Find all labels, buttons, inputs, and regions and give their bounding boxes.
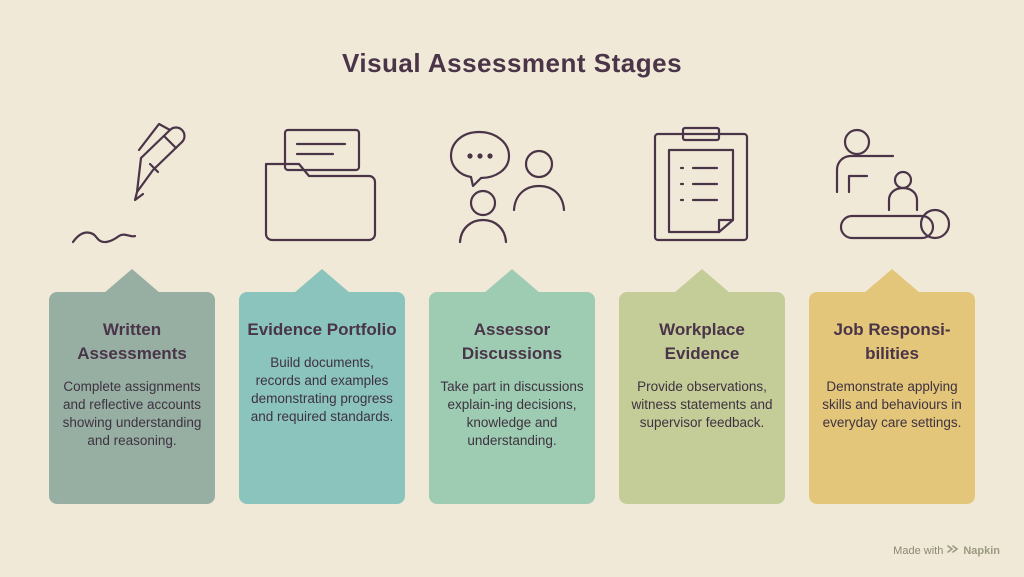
stage-title: Job Responsi-bilities — [833, 320, 951, 363]
page-title: Visual Assessment Stages — [341, 48, 683, 78]
stage-card: Assessor Discussions Take part in discus… — [429, 292, 595, 504]
card-pointer — [674, 269, 730, 293]
card-pointer — [294, 269, 350, 293]
stage-title: Assessor Discussions — [461, 320, 563, 363]
card-pointer — [484, 269, 540, 293]
card-pointer — [104, 269, 160, 293]
footer-prefix: Made with — [893, 544, 944, 557]
stage-card: Job Responsi-bilities Demonstrate applyi… — [809, 292, 975, 504]
stage-card: Workplace Evidence Provide observations,… — [619, 292, 785, 504]
stage-description: Take part in discussions explain-ing dec… — [440, 379, 584, 448]
clipboard-icon — [619, 120, 785, 250]
caregiver-icon — [809, 120, 975, 250]
card-pointer — [864, 269, 920, 293]
stage-description: Provide observations, witness statements… — [631, 379, 773, 430]
napkin-logo-icon — [947, 544, 959, 557]
folder-icon — [239, 120, 405, 250]
stage-title: Evidence Portfolio — [247, 320, 397, 339]
stage-card: Evidence Portfolio Build documents, reco… — [239, 292, 405, 504]
stage-description: Build documents, records and examples de… — [250, 355, 394, 424]
stage-title: Written Assessments — [77, 320, 187, 363]
made-with-napkin-badge[interactable]: Made with Napkin — [893, 544, 1000, 557]
discussion-icon — [429, 120, 595, 250]
stage-description: Demonstrate applying skills and behaviou… — [822, 379, 962, 430]
pen-signature-icon — [49, 120, 215, 250]
stage-title: Workplace Evidence — [659, 320, 745, 363]
stage-card: Written Assessments Complete assignments… — [49, 292, 215, 504]
footer-brand: Napkin — [963, 544, 1000, 557]
stage-description: Complete assignments and reflective acco… — [62, 379, 202, 448]
